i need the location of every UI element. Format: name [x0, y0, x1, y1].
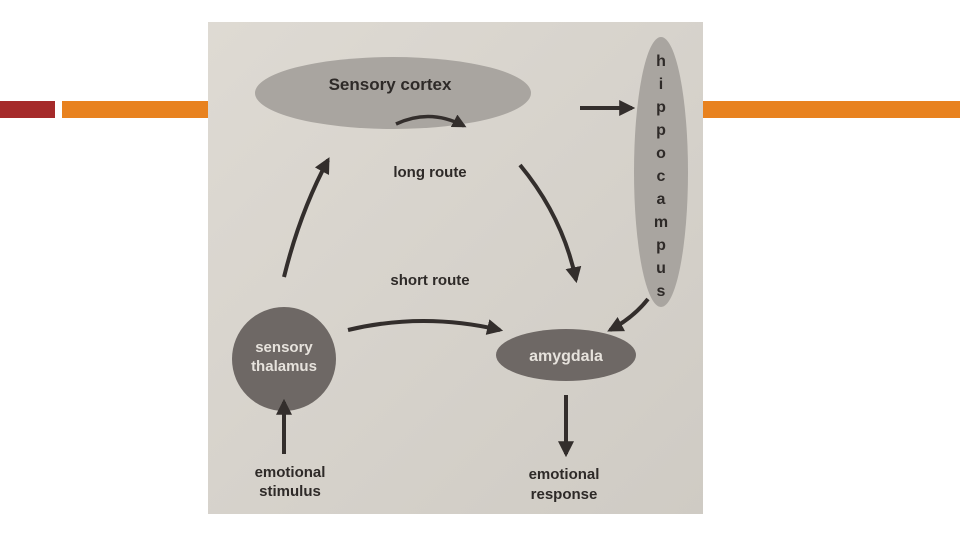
hippocampus-to-amygdala-arrow: [607, 297, 650, 332]
emotional-response-label-line2: response: [531, 486, 598, 503]
cortex-to-amygdala-arrow: [518, 163, 582, 284]
sensory-cortex-label: Sensory cortex: [329, 75, 452, 94]
emotional-stimulus-label-line2: stimulus: [259, 483, 321, 500]
sensory-thalamus-label-line1: sensory: [255, 339, 313, 356]
title-accent-bar-orange-right: [703, 101, 960, 118]
sensory-thalamus-node: [232, 307, 336, 411]
sensory-cortex-node: [255, 57, 531, 129]
title-accent-bar-orange-left: [62, 101, 208, 118]
thalamus-to-cortex-arrow: [282, 157, 330, 278]
amygdala-label: amygdala: [529, 348, 603, 365]
cortex-processing-arrow: [395, 114, 467, 128]
thalamus-to-amygdala-arrow: [347, 319, 504, 335]
short-route-label: short route: [390, 272, 469, 289]
emotional-stimulus-label-line1: emotional: [255, 464, 326, 481]
long-route-label: long route: [393, 164, 466, 181]
emotional-response-label-line1: emotional: [529, 466, 600, 483]
title-accent-bar-red: [0, 101, 55, 118]
sensory-thalamus-label-line2: thalamus: [251, 358, 317, 375]
hippocampus-node: [634, 37, 688, 307]
amygdala-node: [496, 329, 636, 381]
